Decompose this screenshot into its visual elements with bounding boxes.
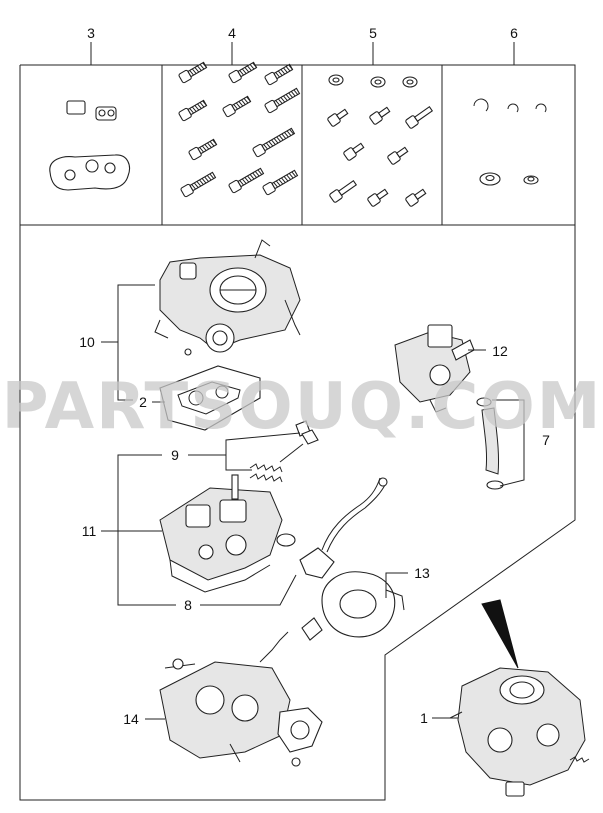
bolt (262, 169, 299, 196)
throttle-body-assembly (159, 631, 323, 767)
bolt (178, 99, 208, 122)
solenoid-valve (276, 477, 388, 579)
bolt (264, 63, 294, 86)
washer (328, 74, 344, 86)
callout-9[interactable]: 9 (171, 447, 179, 463)
callout-11[interactable]: 11 (82, 523, 97, 539)
carburetor-assembly (449, 667, 590, 797)
watermark-text: PARTSOUQ.COM (2, 370, 603, 444)
callout-14[interactable]: 14 (123, 711, 139, 727)
callout-8[interactable]: 8 (184, 597, 192, 613)
callout-4[interactable]: 4 (228, 25, 236, 41)
callout-3[interactable]: 3 (87, 25, 95, 41)
fitting (327, 108, 349, 127)
bolt (222, 95, 252, 118)
fitting (369, 106, 391, 125)
kit-boundary-line (19, 64, 576, 226)
callout-7[interactable]: 7 (542, 432, 550, 448)
callout-13[interactable]: 13 (414, 565, 430, 581)
bolt-kit-parts (178, 61, 301, 198)
fitting (367, 188, 389, 207)
callout-10[interactable]: 10 (79, 334, 95, 350)
vacuum-hose (476, 397, 504, 490)
leader-lines (101, 284, 525, 720)
bolt (188, 138, 218, 161)
jet-parts (249, 420, 319, 483)
fitting (387, 146, 409, 165)
fitting (329, 179, 358, 203)
bolt (180, 171, 217, 198)
washer (402, 76, 418, 88)
fitting (405, 105, 434, 129)
fitting (405, 188, 427, 207)
bolt (252, 127, 296, 158)
bolt (178, 61, 208, 84)
callout-1[interactable]: 1 (420, 710, 428, 726)
choke-diaphragm (301, 571, 405, 641)
assembly-boundary-line (19, 225, 576, 801)
washer (370, 76, 386, 88)
clip-kit-parts (473, 98, 547, 186)
carburetor-body (159, 474, 283, 593)
bolt (264, 87, 301, 114)
fitting (343, 142, 365, 161)
callout-12[interactable]: 12 (492, 343, 508, 359)
assembly-pointer-arrow (481, 599, 519, 669)
gasket-kit-parts (49, 100, 131, 191)
callout-6[interactable]: 6 (510, 25, 518, 41)
auto-choke-housing (394, 324, 475, 413)
carburetor-gasket (159, 365, 261, 431)
callout-5[interactable]: 5 (369, 25, 377, 41)
bolt (228, 167, 265, 194)
carburetor-top-cover (154, 239, 301, 356)
fitting-kit-parts (327, 74, 434, 207)
bolt (228, 61, 258, 84)
callout-2[interactable]: 2 (139, 394, 147, 410)
